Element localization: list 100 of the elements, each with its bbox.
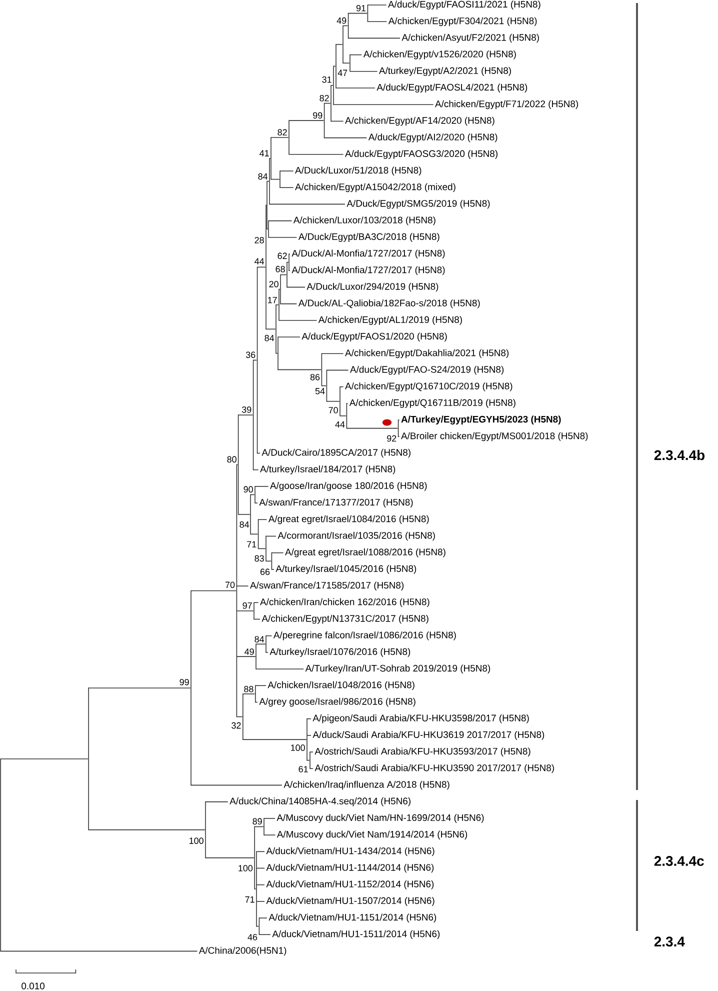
scale-label: 0.010 [22, 982, 44, 990]
taxon-label: A/turkey/Israel/1076/2016 (H5N8) [270, 648, 410, 657]
taxon-label: A/duck/Vietnam/HU1-1511/2014 (H5N6) [272, 930, 440, 940]
branch-line [271, 552, 284, 554]
bootstrap-value: 70 [225, 582, 235, 588]
branch-line [258, 548, 266, 550]
branch-line [256, 884, 265, 886]
bootstrap-value: 17 [268, 297, 277, 304]
branch-line [340, 415, 346, 416]
branch-line [348, 38, 400, 39]
taxon-label: A/pigeon/Saudi Arabia/KFU-HKU3598/2017 (H5N8) [312, 714, 529, 724]
taxon-label: A/Duck/Al-Monfia/1727/2017 (H5N8) [292, 250, 445, 258]
taxon-label: A/Turkey/Iran/UT-Sohrab 2019/2019 (H5N8) [305, 664, 490, 674]
branch-line [255, 702, 258, 703]
branch-line [278, 369, 322, 370]
branch-line [255, 685, 266, 686]
bootstrap-value: 28 [254, 236, 264, 244]
branch-line [326, 400, 340, 402]
taxon-label: A/chicken/Egypt/Dakahlia/2021 (H5N8) [345, 349, 508, 358]
taxon-label: A/great egret/Israel/1084/2016 (H5N8) [268, 515, 429, 524]
branch-line [268, 220, 292, 222]
taxon-label: A/Turkey/Egypt/EGYH5/2023 (H5N8) [401, 416, 561, 424]
branch-line [256, 668, 304, 670]
branch-line [333, 104, 434, 105]
taxon-label: A/great egret/Israel/1088/2016 (H5N8) [285, 548, 446, 558]
branch-line [278, 320, 318, 321]
taxon-label: A/duck/Egypt/FAOSI11/2021 (H5N8) [388, 0, 540, 10]
branch-line [236, 716, 243, 718]
taxon-label: A/Duck/Luxor/294/2019 (H5N8) [306, 282, 438, 292]
bootstrap-value: 84 [240, 521, 250, 528]
branch-line [270, 137, 289, 138]
taxon-label: A/Muscovy duck/Viet Nam/HN-1699/2014 (H5N6) [276, 814, 484, 823]
branch-line [266, 635, 272, 636]
branch-line [280, 170, 294, 172]
branch-line [256, 868, 265, 869]
branch-line [0, 758, 88, 760]
taxon-label: A/duck/Vietnam/HU1-1151/2014 (H5N6) [268, 914, 436, 922]
branch-line [238, 514, 250, 515]
branch-line [288, 120, 324, 121]
bootstrap-value: 92 [387, 435, 396, 442]
branch-line [242, 739, 307, 740]
branch-line [190, 590, 236, 592]
branch-line [306, 718, 312, 720]
taxon-label: A/chicken/Luxor/103/2018 (H5N8) [293, 216, 436, 226]
branch-line [280, 303, 298, 304]
bootstrap-value: 80 [227, 456, 236, 463]
clade-label: 2.3.4.4b [654, 450, 704, 460]
branch-line [205, 857, 254, 858]
taxon-label: A/turkey/Israel/1045/2016 (H5N8) [276, 565, 416, 574]
branch-line [276, 304, 279, 306]
branch-line [286, 286, 306, 288]
bootstrap-value: 46 [248, 934, 258, 940]
branch-line [288, 154, 344, 155]
branch-line [336, 44, 343, 45]
branch-line [350, 54, 362, 56]
branch-line [280, 187, 294, 188]
bootstrap-value: 61 [298, 766, 308, 772]
bootstrap-value: 32 [232, 722, 241, 729]
branch-line [250, 534, 258, 535]
branch-line [0, 950, 198, 952]
taxon-label: A/chicken/Egypt/v1526/2020 (H5N8) [363, 50, 516, 60]
bootstrap-value: 62 [278, 252, 287, 260]
branch-line [254, 602, 259, 603]
clade-label: 2.3.4.4c [654, 856, 704, 866]
branch-line [266, 328, 276, 330]
taxon-label: A/chicken/Egypt/AL1/2019 (H5N8) [318, 316, 462, 325]
branch-line [250, 494, 255, 496]
branch-line [190, 784, 282, 786]
branch-line [252, 469, 259, 470]
branch-line [268, 237, 298, 238]
taxon-label: A/chicken/Israel/1048/2016 (H5N8) [268, 681, 414, 690]
branch-line [367, 21, 388, 22]
taxon-label: A/goose/Iran/goose 180/2016 (H5N8) [270, 482, 427, 491]
taxon-label: A/duck/China/14085HA-4.seq/2014 (H5N6) [230, 797, 410, 806]
branch-line [330, 85, 334, 86]
taxon-label: A/chicken/Asyut/F2/2021 (H5N8) [402, 34, 539, 43]
taxon-label: A/duck/Vietnam/HU1-1152/2014 (H5N6) [266, 880, 434, 890]
branch-line [342, 62, 350, 64]
taxon-label: A/duck/Saudi Arabia/KFU-HKU3619 2017/2017 (H5N8) [312, 731, 544, 740]
branch-line [310, 768, 314, 769]
branch-line [326, 370, 349, 371]
branch-line [270, 178, 280, 180]
branch-line [342, 25, 348, 26]
branch-line [321, 353, 344, 354]
branch-line [264, 818, 276, 819]
taxon-label: A/Broiler chicken/Egypt/MS001/2018 (H5N8) [401, 432, 588, 442]
taxon-label: A/Duck/Cairo/1895CA/2017 (H5N8) [262, 448, 410, 458]
taxon-label: A/duck/Vietnam/HU1-1507/2014 (H5N6) [266, 897, 434, 906]
taxon-label: A/duck/Egypt/AI2/2020 (H5N8) [368, 133, 498, 142]
branch-line [238, 414, 254, 416]
bootstrap-value: 82 [278, 129, 287, 136]
branch-line [254, 486, 269, 487]
bootstrap-value: 100 [190, 838, 204, 844]
branch-line [286, 262, 289, 263]
branch-line [330, 120, 344, 122]
bootstrap-value: 91 [356, 4, 366, 12]
branch-line [367, 4, 387, 6]
bootstrap-value: 47 [338, 70, 348, 76]
taxon-label: A/ostrich/Saudi Arabia/KFU-HKU3593/2017 (H5N8) [314, 748, 530, 756]
taxon-label: A/duck/Egypt/FAOS1/2020 (H5N8) [302, 332, 447, 342]
